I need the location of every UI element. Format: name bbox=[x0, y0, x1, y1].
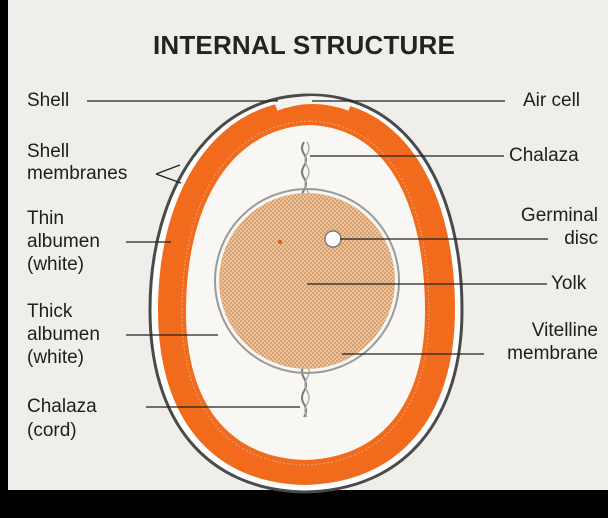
label-yolk: Yolk bbox=[551, 274, 586, 294]
label-thick-albumen-line3: (white) bbox=[27, 348, 84, 368]
label-chalaza-cord-line1: Chalaza bbox=[27, 397, 97, 417]
yolk bbox=[219, 193, 395, 369]
label-thick-albumen-line1: Thick bbox=[27, 302, 72, 322]
label-thick-albumen-line2: albumen bbox=[27, 325, 100, 345]
label-germinal-disc-line2: disc bbox=[480, 229, 598, 249]
label-chalaza-cord-line2: (cord) bbox=[27, 421, 77, 441]
leader-shell-membranes-b bbox=[156, 174, 181, 183]
label-shell-membranes-line1: Shell bbox=[27, 142, 69, 162]
label-chalaza: Chalaza bbox=[509, 146, 579, 166]
label-thin-albumen-line3: (white) bbox=[27, 255, 84, 275]
yolk-spot bbox=[278, 240, 282, 244]
label-vitelline-line2: membrane bbox=[470, 344, 598, 364]
leader-shell-membranes-a bbox=[156, 165, 180, 174]
label-vitelline-line1: Vitelline bbox=[470, 321, 598, 341]
label-shell-membranes-line2: membranes bbox=[27, 164, 127, 184]
label-thin-albumen-line2: albumen bbox=[27, 232, 100, 252]
germinal-disc bbox=[325, 231, 341, 247]
label-air-cell: Air cell bbox=[523, 91, 580, 111]
label-shell: Shell bbox=[27, 91, 69, 111]
label-germinal-disc-line1: Germinal bbox=[480, 206, 598, 226]
label-thin-albumen-line1: Thin bbox=[27, 209, 64, 229]
